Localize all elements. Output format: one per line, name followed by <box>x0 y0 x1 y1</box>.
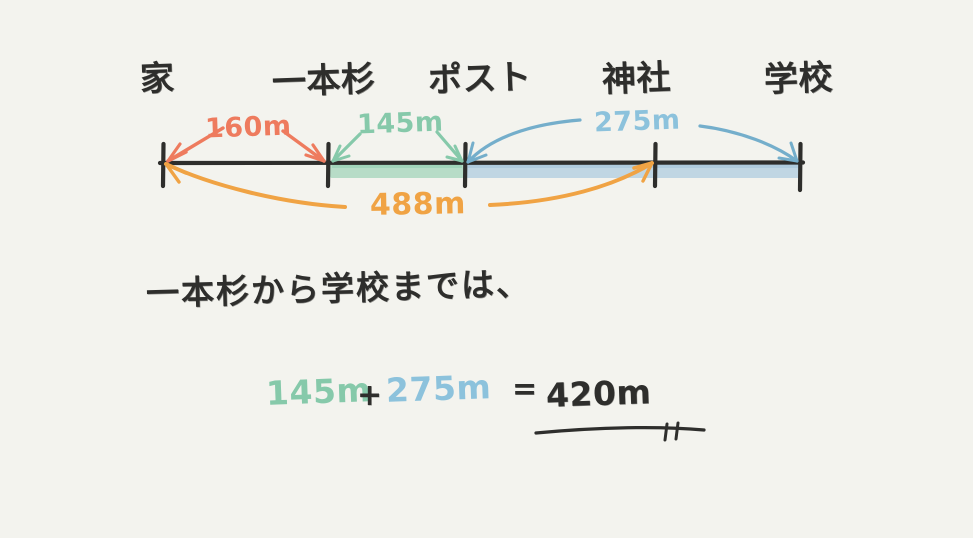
place-label-school: 学校 <box>763 57 834 101</box>
tick-shrine <box>652 141 658 189</box>
arrow-275m <box>466 118 799 164</box>
number-line-axis <box>157 160 806 166</box>
place-label-shrine: 神社 <box>601 57 672 101</box>
place-label-ipponsugi: 一本杉 <box>271 59 377 103</box>
measurement-label-275m: 275m <box>593 104 682 139</box>
tick-post <box>462 141 468 189</box>
arrow-488m <box>164 161 654 209</box>
measurement-label-488m: 488m <box>369 186 467 223</box>
measurement-label-160m: 160m <box>204 110 293 145</box>
equation-result: 420m <box>545 372 652 415</box>
statement-text: 一本杉から学校までは、 <box>145 263 532 314</box>
equation-term-1: 145m <box>265 370 372 413</box>
tick-house <box>160 141 166 189</box>
arrow-160m <box>166 126 326 163</box>
place-label-house: 家 <box>139 58 176 100</box>
equation-term-2: 275m <box>385 367 492 410</box>
place-label-post: ポスト <box>427 57 533 101</box>
answer-underline <box>534 421 706 442</box>
equation-plus-operator: + <box>357 378 383 413</box>
measurement-label-145m: 145m <box>356 106 445 141</box>
arrow-145m <box>331 130 464 163</box>
tick-ipponsugi <box>325 141 331 189</box>
tick-school <box>797 141 803 193</box>
equation-equals-operator: = <box>512 372 538 407</box>
